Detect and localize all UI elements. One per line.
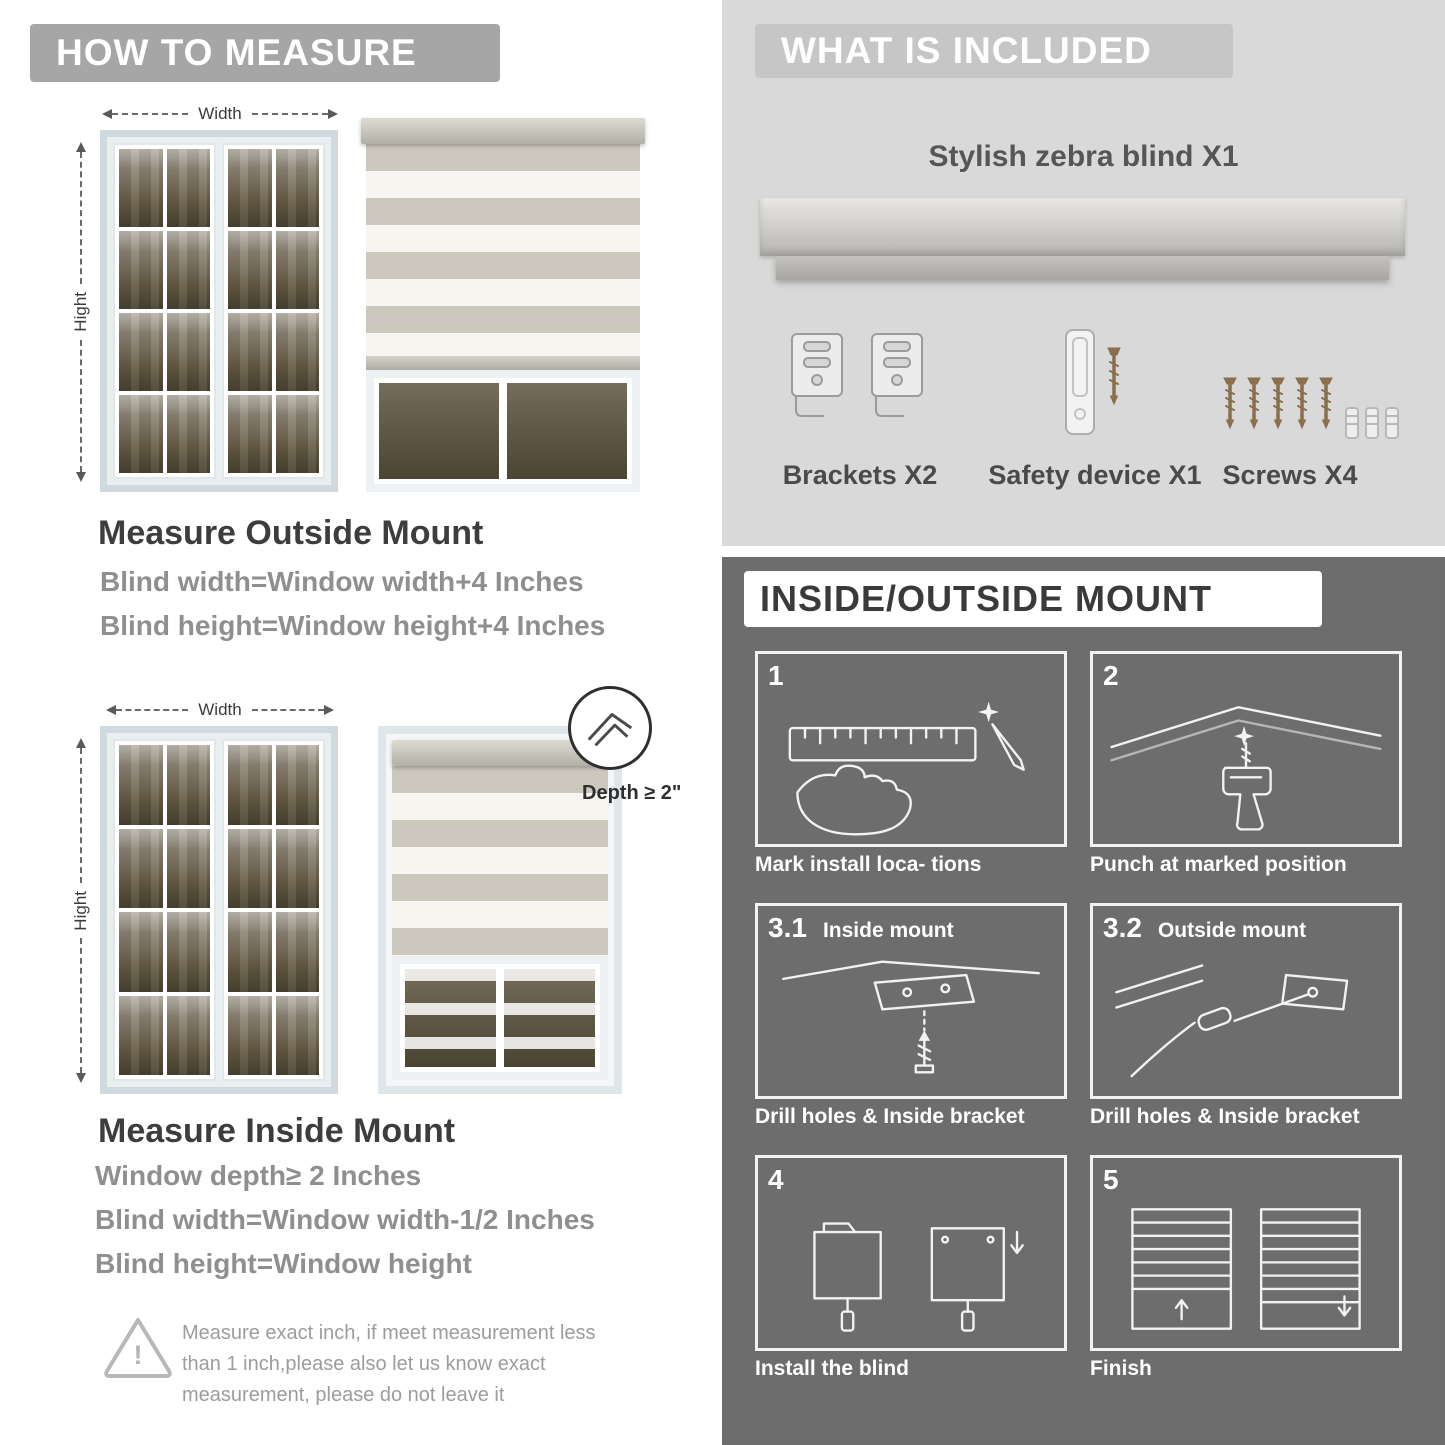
install-blind-illustration [813,1222,1024,1332]
step-caption-5: Finish [1090,1357,1152,1380]
window-behind-blind [392,956,608,1080]
window-sash [113,143,216,479]
arrow-down-icon [76,1073,86,1083]
brackets-icon [784,330,930,422]
zebra-blind-illustration-outside [361,118,645,492]
step-number: 3.2 [1103,912,1142,943]
arrow-left-icon [102,109,112,119]
outside-mount-formula-height: Blind height=Window height+4 Inches [100,610,606,641]
outside-mount-formula-width: Blind width=Window width+4 Inches [100,566,584,597]
arrow-right-icon [328,109,338,119]
arrow-right-icon [324,705,334,715]
wall-anchors-icon [1345,407,1399,439]
safety-device-icon [1058,326,1142,447]
window-corner-icon [587,713,633,747]
depth-requirement-label: Depth ≥ 2" [582,782,682,804]
height-arrow-outside: Hight [70,142,92,482]
inside-mount-formula-width: Blind width=Window width-1/2 Inches [95,1204,595,1235]
outside-bracket-illustration [1115,964,1349,1078]
what-is-included-header: WHAT IS INCLUDED [755,24,1233,78]
window-sash [222,143,325,479]
arrow-left-icon [106,705,116,715]
step-number: 2 [1103,660,1119,691]
width-arrow-inside: Width [106,700,334,720]
how-to-measure-title: HOW TO MEASURE [56,32,417,73]
step-panel-5: 5 [1090,1155,1402,1351]
window-illustration-inside [100,726,338,1094]
inside-mount-depth-rule: Window depth≥ 2 Inches [95,1160,422,1191]
step-number: 3.1 [768,912,807,943]
how-to-measure-header: HOW TO MEASURE [30,24,500,82]
height-label: Hight [71,890,90,931]
step-panel-3-2: 3.2 Outside mount [1090,903,1402,1099]
step-panel-3-1: 3.1 Inside mount [755,903,1067,1099]
step-number: 4 [768,1164,784,1195]
inside-mount-inline-label: Inside mount [822,919,954,942]
height-arrow-inside: Hight [70,738,92,1083]
width-label: Width [198,104,242,123]
width-arrow-outside: Width [102,104,338,124]
step-number: 1 [768,660,784,691]
screws-label: Screws X4 [1222,460,1358,490]
step-number: 5 [1103,1164,1119,1195]
step-panel-1: 1 [755,651,1067,847]
blind-headrail-image [760,198,1405,280]
blind-stripes [366,144,640,356]
mount-header: INSIDE/OUTSIDE MOUNT [744,571,1322,627]
blind-stripes [392,766,608,956]
what-is-included-section: WHAT IS INCLUDED Stylish zebra blind X1 [722,0,1445,546]
safety-device-label: Safety device X1 [988,460,1202,490]
step-panel-4: 4 [755,1155,1067,1351]
width-label: Width [198,700,242,719]
bracket-icon [871,333,923,417]
measurement-warning-text: Measure exact inch, if meet measurement … [182,1322,596,1406]
screws-icon [1218,372,1408,457]
zebra-blind-illustration-inside [378,726,622,1094]
depth-callout-circle [568,686,652,770]
step-panel-2: 2 [1090,651,1402,847]
what-is-included-title: WHAT IS INCLUDED [781,30,1152,71]
included-blind-label: Stylish zebra blind X1 [928,140,1239,173]
step-caption-3-2: Drill holes & Inside bracket [1090,1105,1360,1128]
outside-mount-title: Measure Outside Mount [98,514,484,552]
bracket-icon [791,333,843,417]
warning-exclamation: ! [133,1340,143,1370]
window-pane [119,149,163,227]
step-caption-2: Punch at marked position [1090,853,1347,876]
inside-bracket-illustration [782,960,1040,1074]
mark-locations-illustration [788,701,1025,836]
height-label: Hight [71,292,90,332]
window-behind-blind [366,370,640,492]
blind-bottomrail [366,356,640,370]
step-caption-4: Install the blind [755,1357,910,1380]
outside-mount-inline-label: Outside mount [1157,919,1307,942]
step-caption-1: Mark install loca- tions [755,853,982,876]
inside-mount-title: Measure Inside Mount [98,1112,456,1150]
step-caption-3-1: Drill holes & Inside bracket [755,1105,1025,1128]
arrow-up-icon [76,142,86,152]
mount-instructions-section: INSIDE/OUTSIDE MOUNT 1 Mark install loca… [722,557,1445,1445]
mount-header-title: INSIDE/OUTSIDE MOUNT [760,578,1213,619]
drill-ceiling-illustration [1110,706,1382,831]
warning-triangle-icon: ! [102,1314,174,1382]
window-illustration-outside [100,130,338,492]
arrow-up-icon [76,738,86,748]
finish-illustration [1131,1208,1361,1330]
arrow-down-icon [76,472,86,482]
inside-mount-formula-height: Blind height=Window height [95,1248,472,1279]
blind-headrail [361,118,645,144]
brackets-label: Brackets X2 [782,460,938,490]
